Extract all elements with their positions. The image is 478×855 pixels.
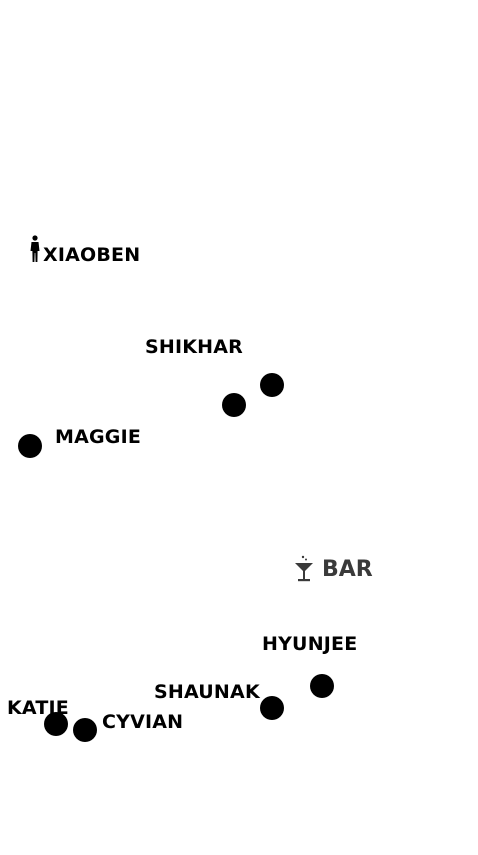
person-label-shikhar: SHIKHAR — [145, 336, 244, 358]
person-marker-hyunjee[interactable] — [310, 674, 334, 698]
person-label-cyvian: CYVIAN — [102, 711, 184, 733]
person-marker-shaunak[interactable] — [260, 696, 284, 720]
cocktail-glass-icon — [294, 555, 314, 587]
person-label-shaunak: SHAUNAK — [154, 681, 260, 703]
person-marker[interactable] — [222, 393, 246, 417]
person-marker[interactable] — [260, 373, 284, 397]
person-marker-cyvian[interactable] — [73, 718, 97, 742]
person-marker-maggie[interactable] — [18, 434, 42, 458]
restroom-person-icon — [29, 235, 41, 267]
person-marker-katie[interactable] — [44, 712, 68, 736]
person-label-hyunjee: HYUNJEE — [262, 633, 358, 655]
bar-label: BAR — [322, 557, 373, 582]
restroom-label: XIAOBEN — [43, 244, 141, 266]
person-label-maggie: MAGGIE — [55, 426, 142, 448]
